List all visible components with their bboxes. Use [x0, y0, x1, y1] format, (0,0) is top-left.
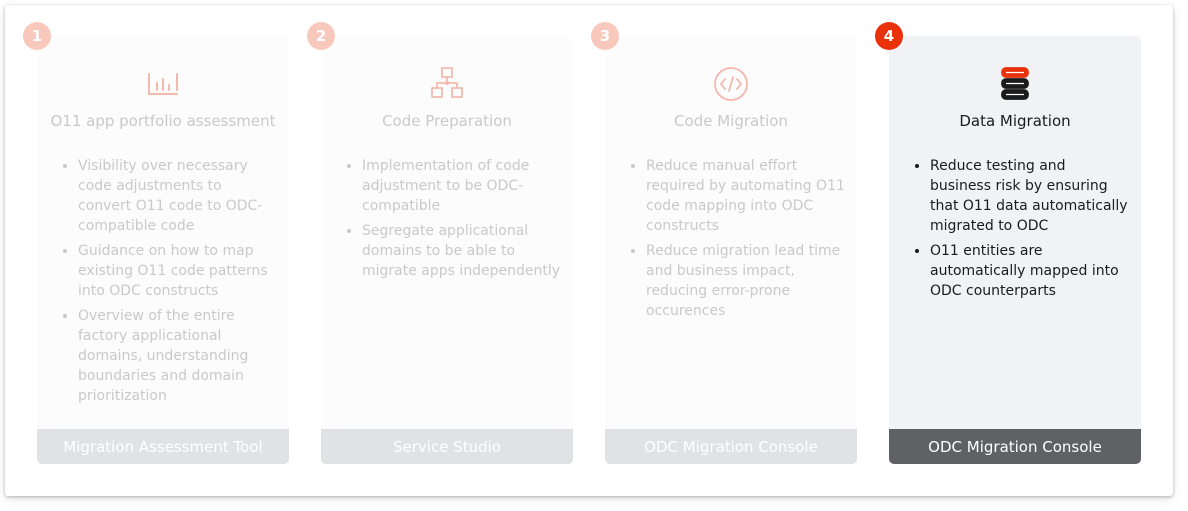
step-title: Code Preparation: [382, 112, 512, 130]
list-item: Reduce migration lead time and business …: [646, 241, 847, 321]
list-item: Visibility over necessary code adjustmen…: [78, 156, 279, 236]
list-item: O11 entities are automatically mapped in…: [930, 241, 1131, 301]
step-number-badge: 2: [307, 22, 335, 50]
code-icon: [714, 67, 748, 101]
list-item: Segregate applicational domains to be ab…: [362, 221, 563, 281]
tool-label: ODC Migration Console: [605, 429, 857, 464]
list-item: Overview of the entire factory applicati…: [78, 306, 279, 406]
step-card-assessment: O11 app portfolio assessment Visibility …: [37, 36, 289, 464]
tool-label: Service Studio: [321, 429, 573, 464]
step-card-data-migration: Data Migration Reduce testing and busine…: [889, 36, 1141, 464]
list-item: Reduce testing and business risk by ensu…: [930, 156, 1131, 236]
step-title: O11 app portfolio assessment: [50, 112, 276, 130]
list-item: Guidance on how to map existing O11 code…: [78, 241, 279, 301]
step-points: Visibility over necessary code adjustmen…: [61, 156, 279, 411]
step-points: Reduce testing and business risk by ensu…: [913, 156, 1131, 306]
list-item: Implementation of code adjustment to be …: [362, 156, 563, 216]
chart-icon: [148, 73, 178, 95]
tool-label: ODC Migration Console: [889, 429, 1141, 464]
hierarchy-icon: [431, 67, 463, 98]
database-icon: [1001, 67, 1029, 100]
step-title: Code Migration: [674, 112, 788, 130]
step-points: Reduce manual effort required by automat…: [629, 156, 847, 326]
step-number-badge: 1: [23, 22, 51, 50]
step-card-code-preparation: Code Preparation Implementation of code …: [321, 36, 573, 464]
step-title: Data Migration: [959, 112, 1071, 130]
step-card-code-migration: Code Migration Reduce manual effort requ…: [605, 36, 857, 464]
list-item: Reduce manual effort required by automat…: [646, 156, 847, 236]
step-points: Implementation of code adjustment to be …: [345, 156, 563, 286]
step-number-badge: 4: [875, 22, 903, 50]
tool-label: Migration Assessment Tool: [37, 429, 289, 464]
step-number-badge: 3: [591, 22, 619, 50]
